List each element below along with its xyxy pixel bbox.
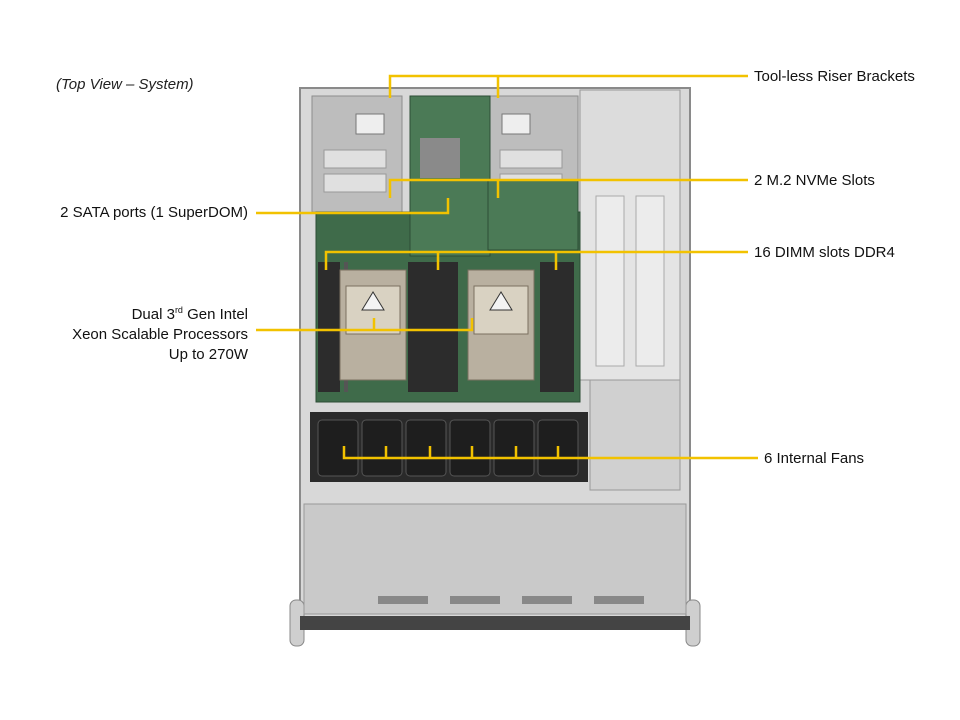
- fans: [317, 419, 579, 477]
- leader-riser: [388, 74, 748, 98]
- fan-1: [317, 419, 359, 477]
- fan-3: [405, 419, 447, 477]
- leader-dimm: [324, 250, 748, 270]
- leader-sata: [256, 198, 450, 215]
- leader-cpu: [256, 318, 474, 332]
- front-panel: [303, 503, 687, 615]
- leader-fans: [342, 446, 758, 460]
- power-supply-top: [579, 89, 681, 181]
- label-processors-line2: Xeon Scalable Processors: [72, 326, 248, 343]
- cpu-heatsink-2: [467, 269, 535, 381]
- label-processors-line3: Up to 270W: [168, 346, 248, 363]
- fan-4: [449, 419, 491, 477]
- view-caption: (Top View – System): [56, 76, 194, 93]
- fan-2: [361, 419, 403, 477]
- front-bezel: [300, 616, 690, 630]
- leader-lines: [256, 74, 758, 460]
- label-dimm-slots: 16 DIMM slots DDR4: [754, 244, 895, 261]
- fan-5: [493, 419, 535, 477]
- label-processors: Dual 3rd Gen Intel Xeon Scalable Process…: [72, 300, 248, 365]
- psu-housing: [589, 379, 681, 491]
- label-processors-line1: Dual 3rd Gen Intel: [131, 305, 248, 323]
- dimm-bank-2: [408, 262, 458, 392]
- dimm-bank-3: [540, 262, 574, 392]
- label-m2-slots: 2 M.2 NVMe Slots: [754, 172, 875, 189]
- power-supply-bottom: [579, 179, 681, 381]
- label-riser-brackets: Tool-less Riser Brackets: [754, 68, 915, 85]
- leader-m2: [388, 178, 748, 198]
- label-internal-fans: 6 Internal Fans: [764, 450, 865, 467]
- label-sata-ports: 2 SATA ports (1 SuperDOM): [60, 204, 248, 221]
